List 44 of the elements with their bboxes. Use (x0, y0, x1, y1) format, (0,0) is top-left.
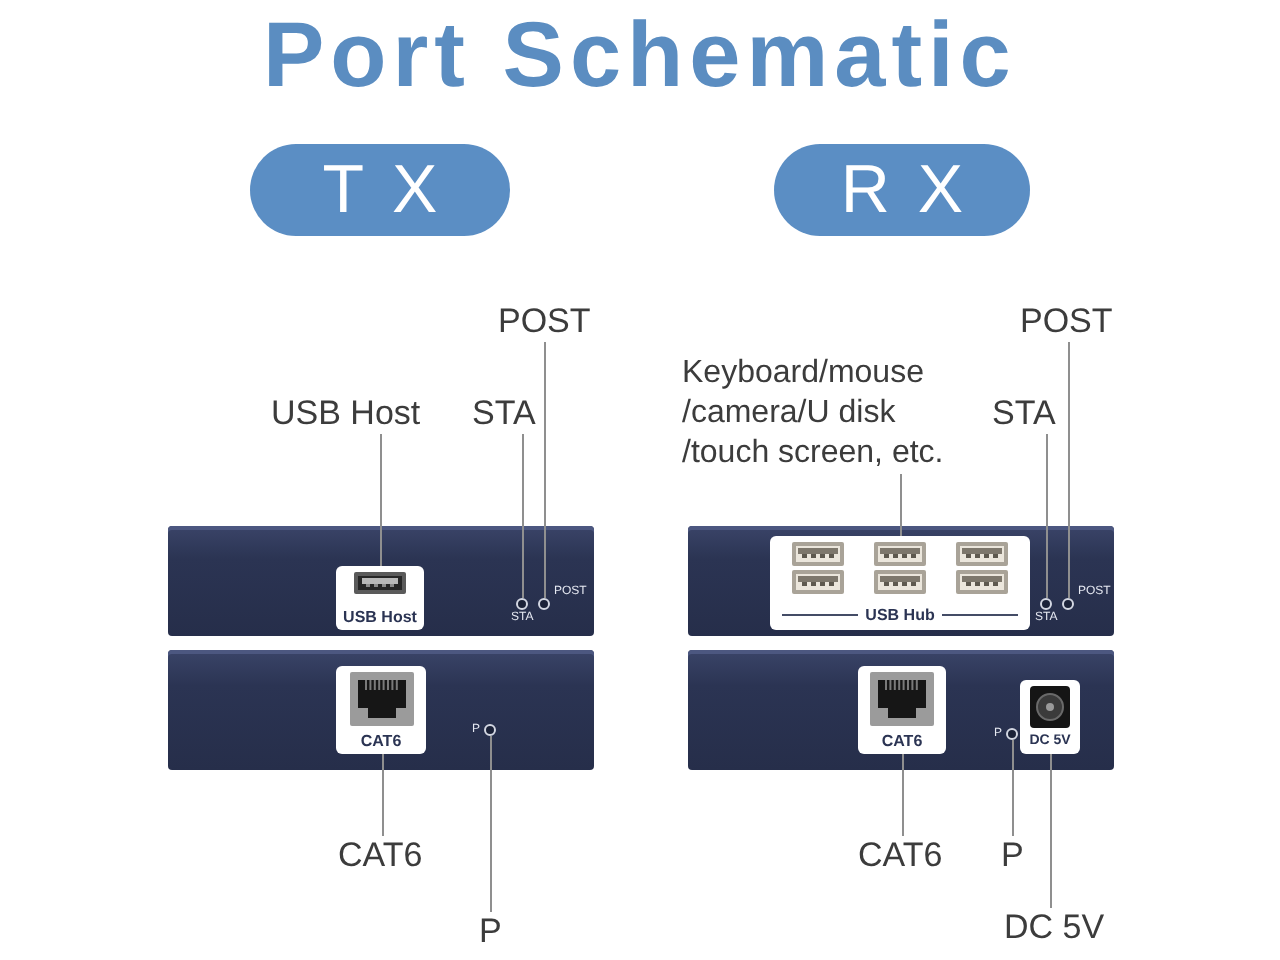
status-led-icon (484, 724, 496, 736)
port-plate (770, 536, 1030, 630)
port-label: CAT6 (360, 732, 402, 750)
callout-label: P (479, 912, 502, 952)
leader-line (544, 341, 546, 599)
section-heading: TX (250, 144, 510, 236)
callout-label: Keyboard/mouse /camera/U disk /touch screen, etc. (682, 354, 962, 474)
callout-label: CAT6 (338, 836, 423, 876)
callout-label: CAT6 (858, 836, 943, 876)
status-led-icon (1006, 728, 1018, 740)
leader-line (380, 433, 382, 567)
leader-line (490, 735, 492, 913)
port-label: USB Host (343, 608, 417, 626)
callout-label: P (1001, 836, 1024, 876)
device-panel (688, 650, 1114, 770)
port-plate (1020, 680, 1080, 754)
callout-label: POST (1020, 302, 1113, 342)
device-panel (168, 650, 594, 770)
callout-label: USB Host (271, 394, 421, 434)
leader-line (522, 433, 524, 599)
device-panel (688, 526, 1114, 636)
status-led-icon (516, 598, 528, 610)
leader-line (1012, 739, 1014, 837)
leader-line (902, 753, 904, 837)
status-led-icon (1040, 598, 1052, 610)
port-plate (336, 566, 424, 630)
section-heading: RX (774, 144, 1030, 236)
leader-line (382, 753, 384, 837)
device-panel (168, 526, 594, 636)
leader-line (1046, 433, 1048, 599)
callout-label: STA (992, 394, 1056, 434)
port-label: CAT6 (881, 732, 923, 750)
leader-line (1050, 753, 1052, 909)
callout-label: DC 5V (1004, 908, 1105, 948)
port-label: USB Hub (865, 606, 935, 624)
title: Port Schematic (263, 4, 1017, 104)
callout-label: STA (472, 394, 536, 434)
status-led-icon (1062, 598, 1074, 610)
leader-line (900, 473, 902, 537)
port-plate (858, 666, 946, 754)
status-led-icon (538, 598, 550, 610)
port-plate (336, 666, 426, 754)
callout-label: POST (498, 302, 591, 342)
leader-line (1068, 341, 1070, 599)
